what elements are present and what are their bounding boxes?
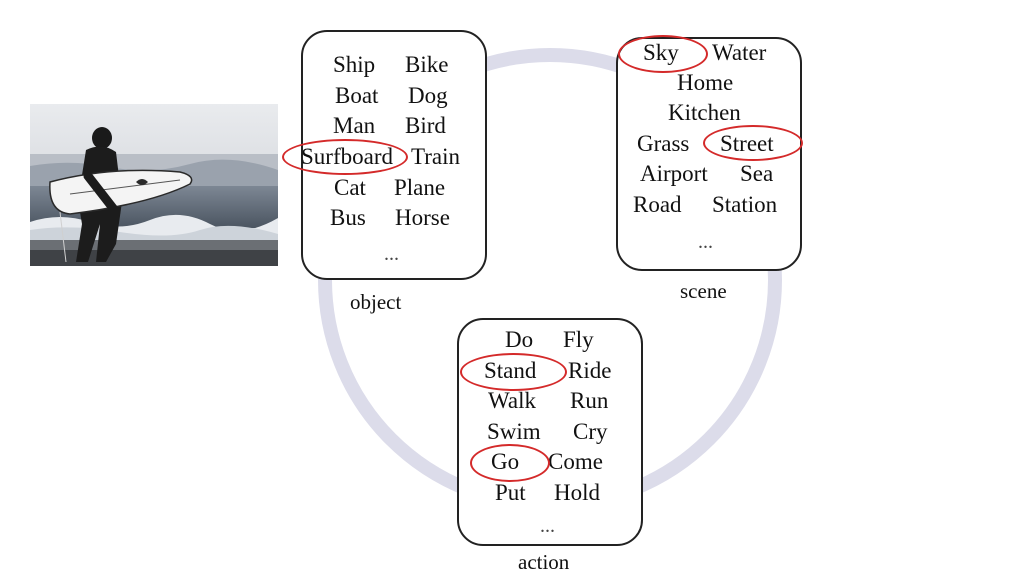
action-label: action [518, 550, 570, 574]
action-box [457, 318, 643, 546]
object-label: object [350, 290, 402, 314]
object-word-train: Train [411, 144, 460, 169]
object-word-bus: Bus [330, 205, 366, 230]
scene-highlight-sky [618, 35, 708, 73]
action-word-do: Do [505, 327, 534, 352]
scene-word-station: Station [712, 192, 778, 217]
object-word-ship: Ship [333, 52, 376, 77]
object-word-bird: Bird [405, 113, 446, 138]
scene-word-grass: Grass [637, 131, 690, 156]
object-word-man: Man [333, 113, 376, 138]
scene-word-kitchen: Kitchen [668, 100, 741, 125]
scene-word-water: Water [712, 40, 767, 65]
scene-more: ... [698, 231, 713, 253]
action-word-hold: Hold [554, 480, 600, 505]
action-word-run: Run [570, 388, 609, 413]
object-word-bike: Bike [405, 52, 449, 77]
action-word-swim: Swim [487, 419, 541, 444]
object-more: ... [384, 243, 399, 265]
surfer-photo [30, 104, 278, 266]
scene-word-sea: Sea [740, 161, 774, 186]
action-word-walk: Walk [488, 388, 536, 413]
object-word-horse: Horse [395, 205, 450, 230]
scene-word-home: Home [677, 70, 734, 95]
action-word-cry: Cry [573, 419, 608, 444]
action-more: ... [540, 515, 555, 537]
action-word-put: Put [495, 480, 526, 505]
scene-word-airport: Airport [640, 161, 708, 186]
object-highlight-surfboard [282, 139, 408, 175]
action-highlight-go [470, 444, 550, 482]
object-word-dog: Dog [408, 83, 448, 108]
scene-label: scene [680, 279, 727, 303]
action-word-come: Come [548, 449, 603, 474]
action-highlight-stand [460, 353, 567, 391]
scene-highlight-street [703, 125, 803, 161]
scene-word-road: Road [633, 192, 682, 217]
object-word-plane: Plane [394, 175, 446, 200]
action-word-ride: Ride [568, 358, 612, 383]
action-word-fly: Fly [563, 327, 594, 352]
object-word-cat: Cat [334, 175, 366, 200]
object-word-boat: Boat [335, 83, 379, 108]
